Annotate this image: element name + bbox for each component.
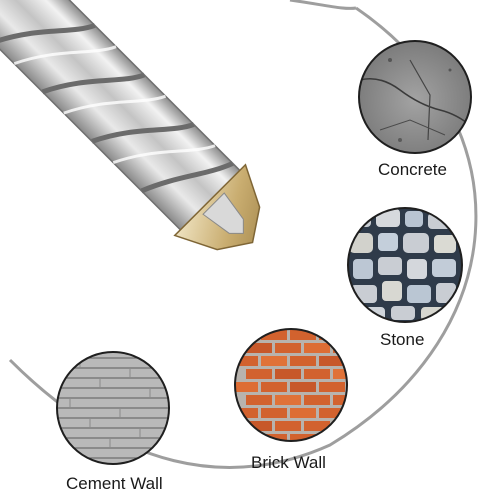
stone-swatch: [347, 207, 463, 323]
orbit-ring-upper: [289, 0, 357, 10]
cement-swatch: [56, 351, 170, 465]
concrete-swatch: [358, 40, 472, 154]
stone-label: Stone: [380, 330, 425, 349]
cement-wall-label: Cement Wall: [66, 474, 163, 493]
brick-wall-label: Brick Wall: [251, 453, 326, 472]
drill-bit-image: [0, 0, 261, 251]
brick-swatch: [234, 328, 348, 442]
concrete-label: Concrete: [378, 160, 447, 179]
